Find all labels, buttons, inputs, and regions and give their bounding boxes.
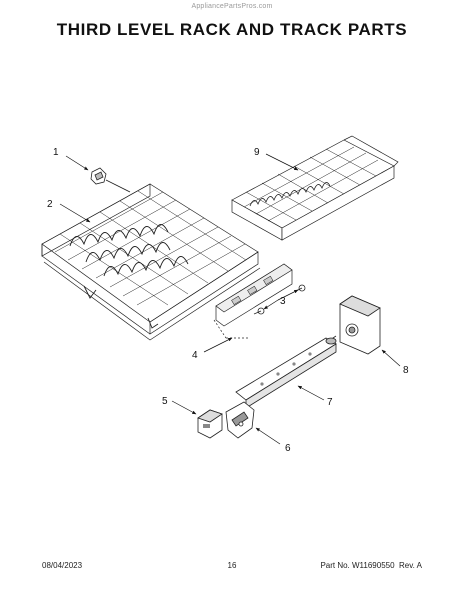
page-title: THIRD LEVEL RACK AND TRACK PARTS xyxy=(56,20,408,39)
footer-part-revision: Part No. W11690550 Rev. A xyxy=(320,561,422,570)
footer-page-number: 16 xyxy=(227,561,237,570)
part-7-spray-tube xyxy=(235,337,337,409)
part-3-screws xyxy=(253,284,306,315)
part-8-housing xyxy=(329,295,381,355)
part-1-clip xyxy=(90,167,131,193)
part-2-rack xyxy=(41,183,261,341)
footer-revision: Rev. A xyxy=(399,561,422,570)
callout-2: 2 xyxy=(47,199,53,210)
callout-8: 8 xyxy=(403,365,409,376)
callout-7: 7 xyxy=(327,397,333,408)
callout-1: 1 xyxy=(53,147,59,158)
leader-lines xyxy=(59,153,401,445)
part-9-third-rack xyxy=(231,135,399,241)
callout-6: 6 xyxy=(285,443,291,454)
watermark: AppliancePartsPros.com xyxy=(191,3,273,10)
part-4-track xyxy=(213,263,293,339)
part-5-end-cap xyxy=(197,409,223,439)
callout-3: 3 xyxy=(280,296,286,307)
footer-part-number: Part No. W11690550 xyxy=(320,561,395,570)
callout-9: 9 xyxy=(254,147,260,158)
callout-4: 4 xyxy=(192,350,198,361)
footer-date: 08/04/2023 xyxy=(42,561,83,570)
part-6-bracket xyxy=(225,401,255,439)
callout-5: 5 xyxy=(162,396,168,407)
